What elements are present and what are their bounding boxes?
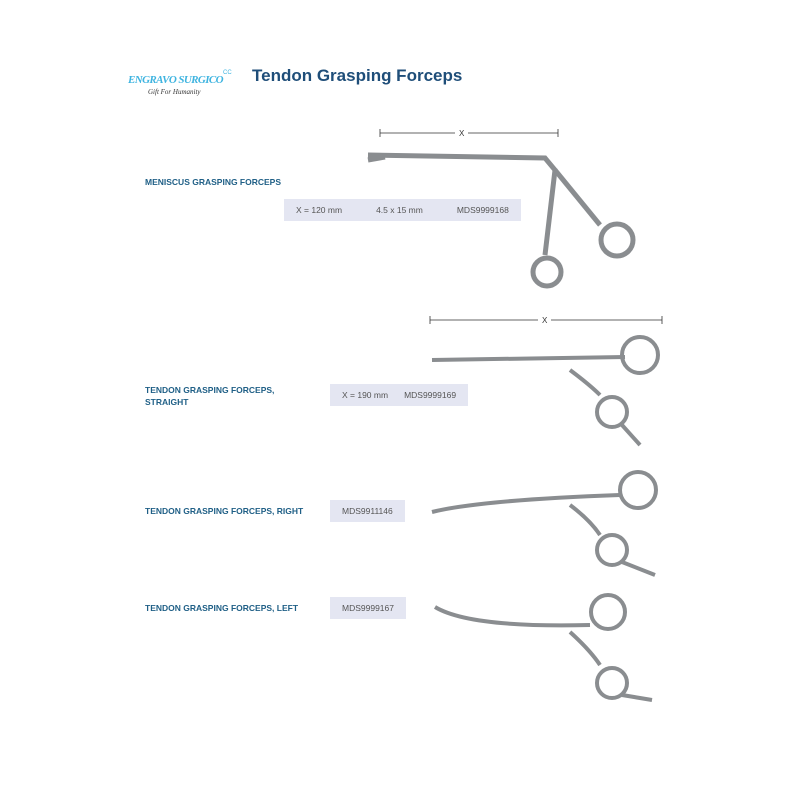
product-spec-box: X = 120 mm 4.5 x 15 mm MDS9999168 [284,199,521,221]
product-name: MENISCUS GRASPING FORCEPS [145,177,282,187]
logo-name: ENGRAVO SURGICO [128,74,224,86]
product-spec-box: X = 190 mm MDS9999169 [330,384,469,406]
spec: 4.5 x 15 mm [376,205,423,215]
dimension-label-1: X [459,129,465,138]
logo: ENGRAVO SURGICOCC Gift For Humanity [128,70,232,96]
logo-mark: CC [223,70,232,76]
spec: X = 120 mm [296,205,343,215]
spec: X = 190 mm [342,390,389,400]
right-forceps-image [431,470,658,577]
meniscus-forceps-image [367,152,636,289]
dimension-line-2 [429,316,663,324]
dimension-label-2: X [542,316,548,325]
dimension-line-1 [379,129,559,137]
straight-forceps-image [431,335,660,447]
logo-tagline: Gift For Humanity [148,88,201,96]
product-name: TENDON GRASPING FORCEPS, LEFT [145,603,299,613]
product-name: TENDON GRASPING FORCEPS, STRAIGHT [145,385,275,407]
product-code: MDS9999167 [342,603,394,613]
product-name: TENDON GRASPING FORCEPS, RIGHT [145,506,304,516]
product-code: MDS9999168 [456,205,509,215]
page-title: Tendon Grasping Forceps [252,66,463,85]
product-spec-box: MDS9911146 [330,500,405,522]
product-spec-box: MDS9999167 [330,597,406,619]
left-forceps-image [433,593,653,702]
product-code: MDS9911146 [342,506,393,516]
product-code: MDS9999169 [404,390,457,400]
